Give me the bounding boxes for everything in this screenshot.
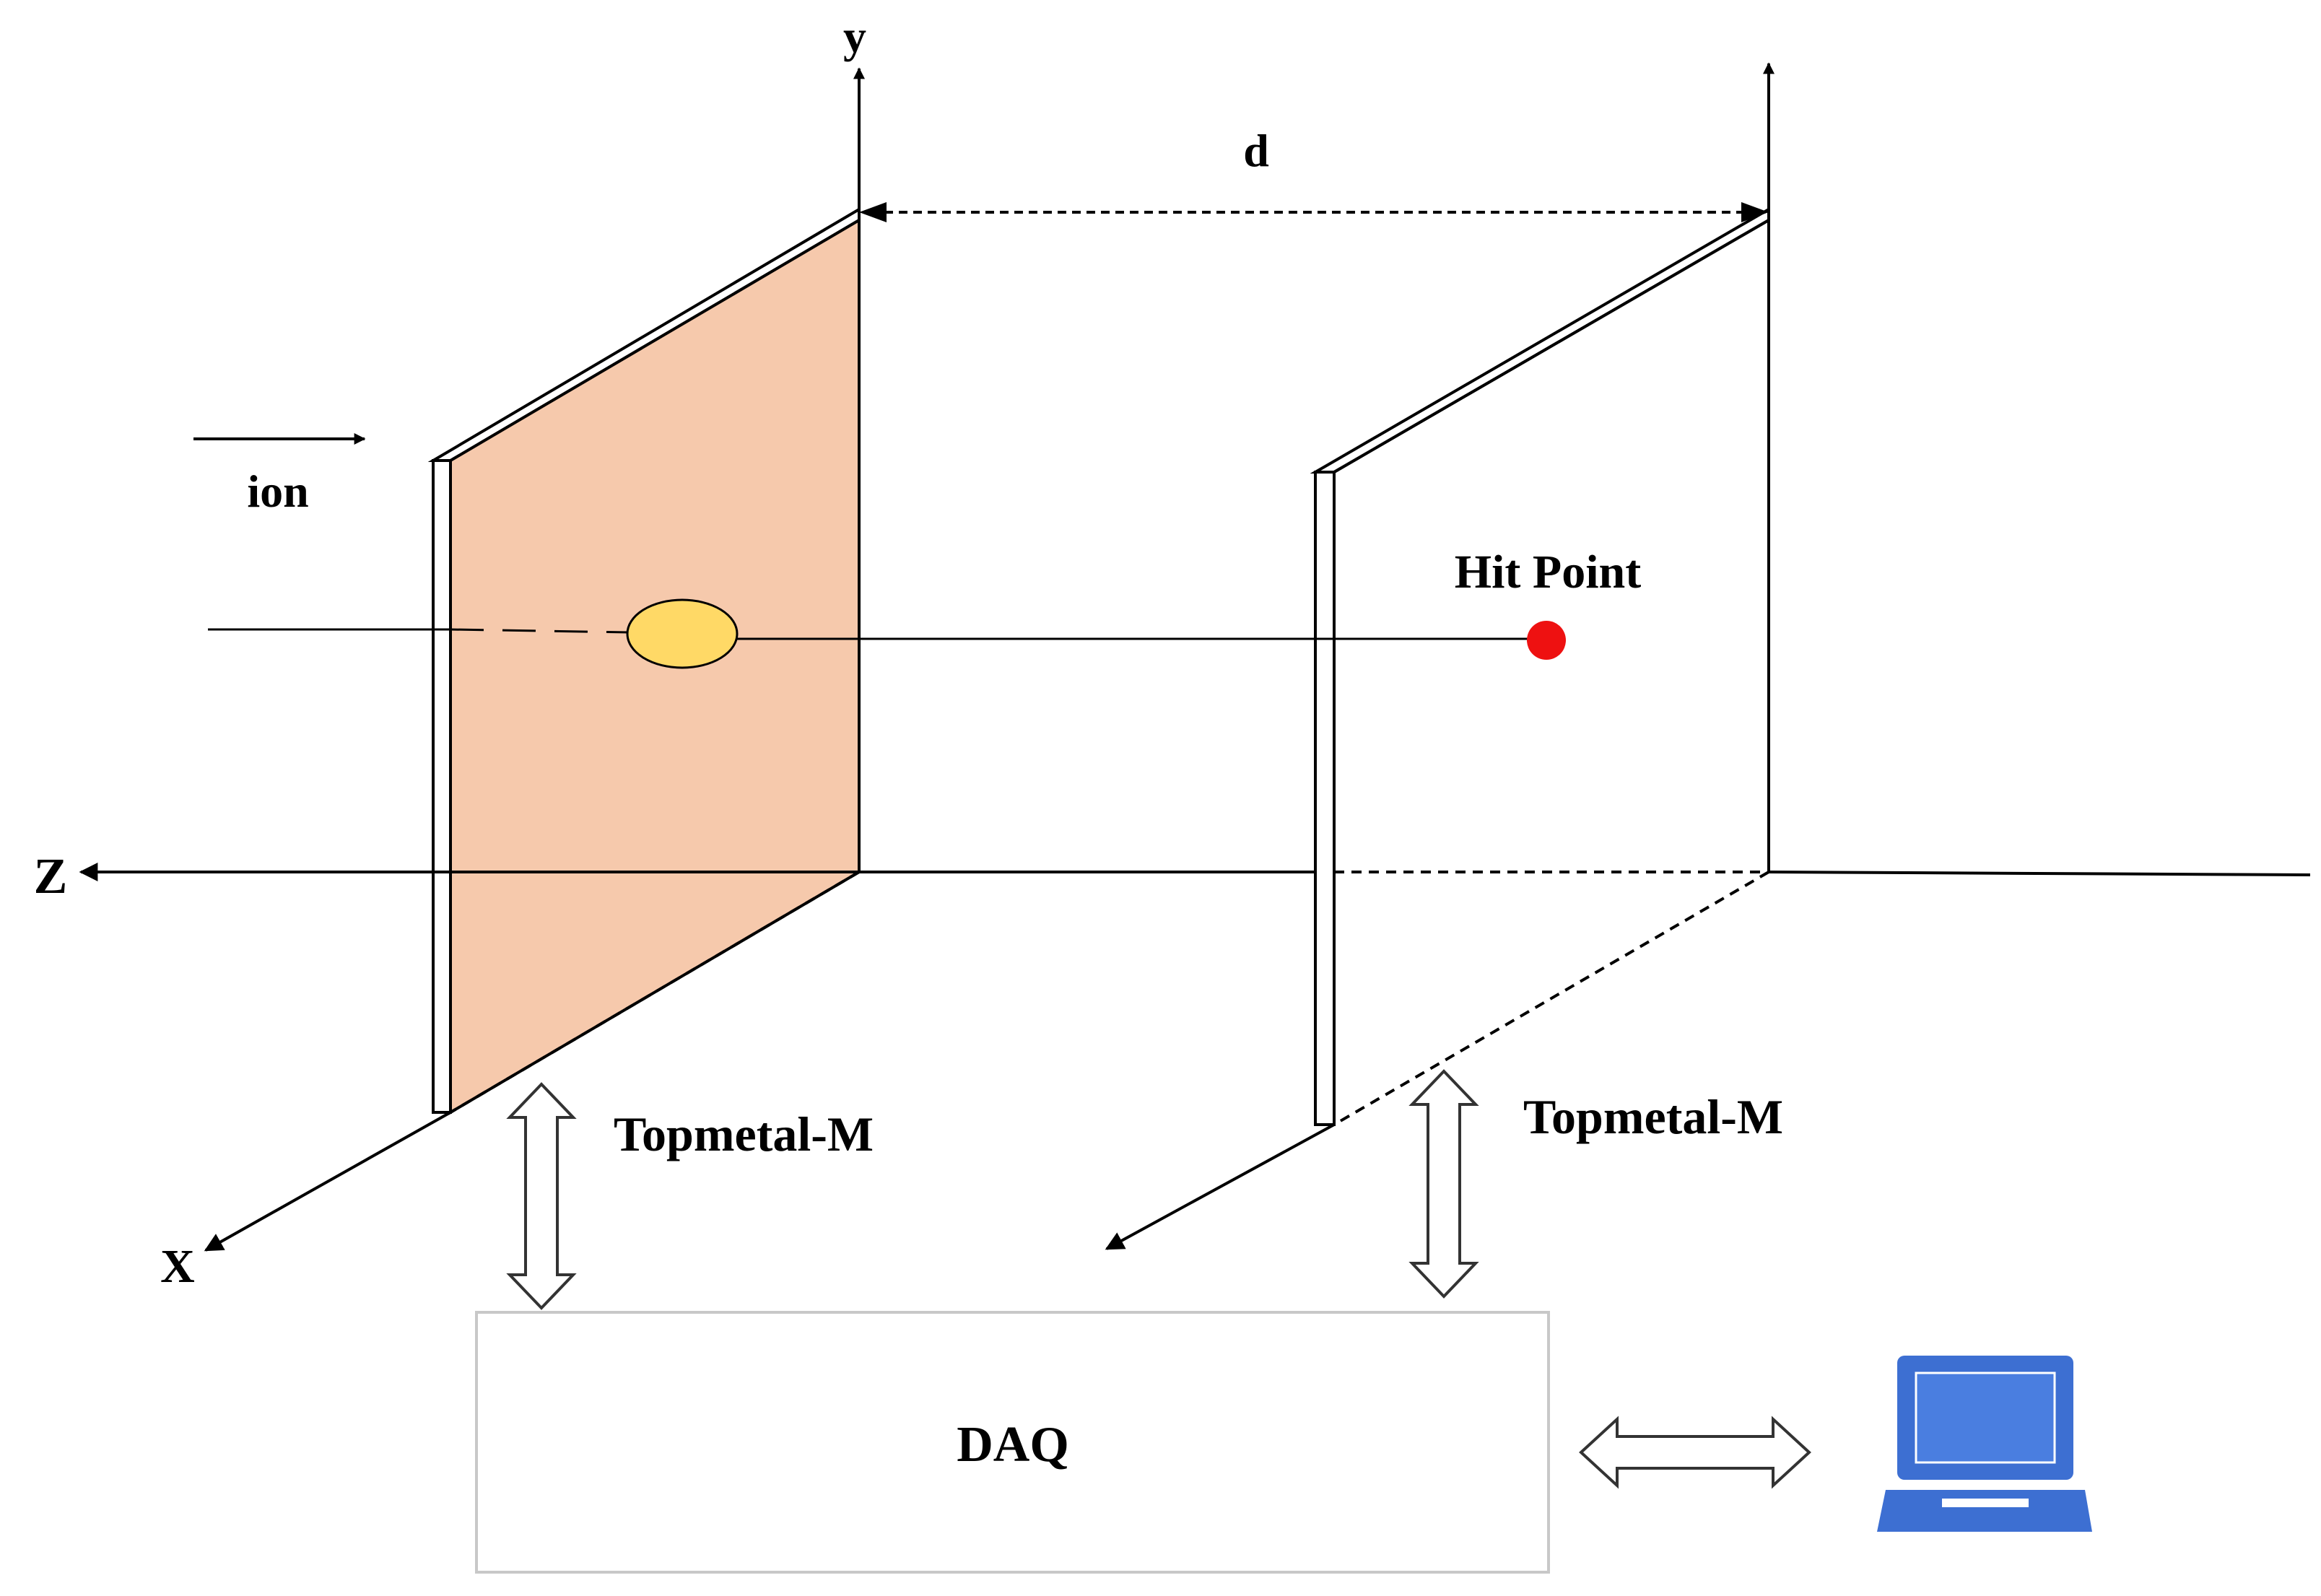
y-axis-label: y bbox=[843, 11, 866, 62]
ion-label: ion bbox=[247, 466, 308, 517]
hit-point-label: Hit Point bbox=[1455, 546, 1642, 598]
front-detector-plane bbox=[427, 206, 861, 1115]
ion-track bbox=[208, 628, 1546, 640]
x-axis-right bbox=[1105, 871, 1770, 1250]
x-axis-label: X bbox=[160, 1240, 195, 1293]
right-detector-daq-link bbox=[1408, 1069, 1479, 1299]
distance-label: d bbox=[1243, 125, 1269, 176]
hit-point-marker bbox=[1527, 621, 1566, 660]
daq-label: DAQ bbox=[957, 1417, 1069, 1473]
back-detector-plane bbox=[1310, 206, 1770, 1126]
laptop-icon bbox=[1877, 1356, 2092, 1532]
ion-spot bbox=[626, 598, 739, 669]
right-detector-label: Topmetal-M bbox=[1523, 1089, 1783, 1144]
x-axis-left bbox=[204, 871, 861, 1252]
distance-indicator bbox=[859, 202, 1769, 222]
left-detector-label: Topmetal-M bbox=[614, 1107, 874, 1161]
left-detector-daq-link bbox=[506, 1082, 577, 1310]
front-plane-fill bbox=[449, 217, 861, 1115]
z-axis bbox=[79, 863, 2311, 881]
z-axis-label: Z bbox=[34, 849, 68, 904]
daq-box bbox=[475, 1311, 1550, 1574]
daq-computer-link bbox=[1579, 1416, 1811, 1489]
